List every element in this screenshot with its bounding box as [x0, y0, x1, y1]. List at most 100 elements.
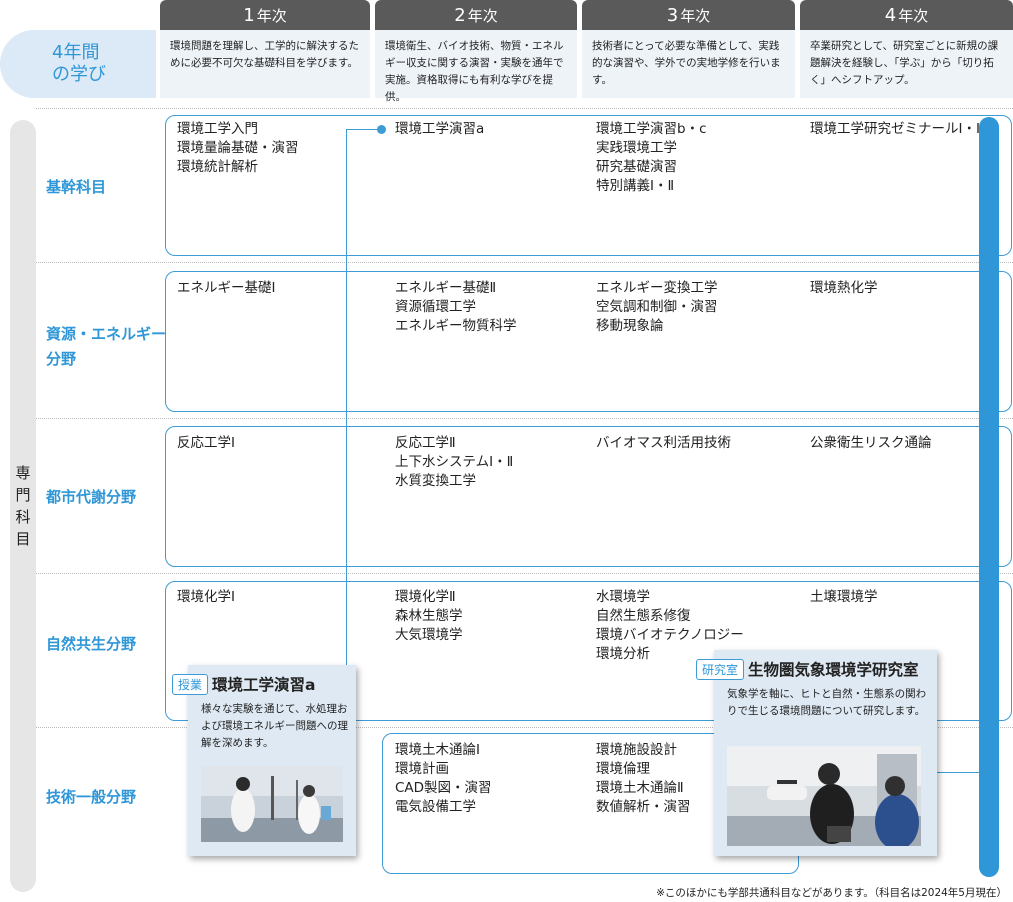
specialized-subjects-char: 門: [15, 486, 31, 504]
course-item: 実践環境工学: [596, 140, 677, 156]
course-item: バイオマス利活用技術: [596, 435, 731, 451]
course-item: 環境工学研究ゼミナールⅠ・Ⅱ: [810, 121, 983, 137]
year-label: 年次: [256, 6, 287, 25]
specialized-subjects-char: 科: [15, 508, 31, 526]
class-photo: [201, 766, 343, 842]
course-item: 環境バイオテクノロジー: [596, 627, 744, 643]
field-label-nature-symbiosis: 自然共生分野: [46, 635, 137, 653]
field-label-line: 資源・エネルギー: [46, 325, 167, 343]
course-item: 自然生態系修復: [596, 608, 691, 624]
course-item: 環境量論基礎・演習: [177, 140, 299, 156]
divider: [36, 418, 1013, 419]
field-label-line: 分野: [46, 350, 77, 368]
connector-dot: [377, 125, 386, 134]
course-item: 反応工学Ⅰ: [177, 435, 235, 451]
specialized-subjects-text: 専門科目: [15, 462, 30, 550]
course-item: 環境計画: [395, 761, 449, 777]
year-number: 2: [454, 4, 466, 26]
field-label-resource-energy: 資源・エネルギー 分野: [46, 322, 166, 372]
year-3-description: 技術者にとって必要な準備として、実践的な演習や、学外での実地学修を行います。: [582, 30, 795, 98]
course-item: 環境土木通論Ⅰ: [395, 742, 480, 758]
course-item: 上下水システムⅠ・Ⅱ: [395, 454, 514, 470]
course-item: 環境工学演習a: [395, 121, 485, 137]
course-item: 水環境学: [596, 589, 650, 605]
class-card-text: 様々な実験を通じて、水処理および環境エネルギー問題への理解を深めます。: [201, 703, 348, 749]
connector-line: [937, 772, 981, 773]
row-box-nature-symbiosis: [165, 581, 1012, 721]
four-year-learning-label: 4年間 の学び: [0, 30, 156, 98]
lab-badge: 研究室: [696, 658, 745, 680]
lab-card-text: 気象学を軸に、ヒトと自然・生態系の関わりで生じる環境問題について研究します。: [727, 688, 927, 717]
course-item: 環境分析: [596, 646, 650, 662]
course-item: エネルギー変換工学: [596, 280, 718, 296]
year-4-description: 卒業研究として、研究室ごとに新規の課題解決を経験し、「学ぶ」から「切り拓く」へシ…: [800, 30, 1013, 98]
year-1-description: 環境問題を理解し、工学的に解決するために必要不可欠な基礎科目を学びます。: [160, 30, 370, 98]
course-item: 環境熱化学: [810, 280, 878, 296]
lab-experiment-photo: [201, 766, 343, 842]
class-badge: 授業: [172, 673, 209, 695]
row-box-core: [165, 115, 1012, 256]
year-label: 年次: [898, 6, 929, 25]
course-item: 環境工学入門: [177, 121, 258, 137]
research-bar: [979, 117, 999, 877]
course-item: 環境化学Ⅱ: [395, 589, 456, 605]
course-item: 空気調和制御・演習: [596, 299, 718, 315]
class-card-title: 環境工学演習a: [212, 676, 316, 694]
course-item: 大気環境学: [395, 627, 463, 643]
year-number: 1: [243, 4, 255, 26]
four-year-label-line2: の学び: [52, 64, 106, 85]
course-item: 資源循環工学: [395, 299, 476, 315]
divider: [36, 573, 1013, 574]
divider: [36, 262, 1013, 263]
lab-card-title: 生物圏気象環境学研究室: [748, 661, 919, 679]
class-card-header: 授業環境工学演習a: [172, 673, 315, 695]
field-label-general-technology: 技術一般分野: [46, 788, 137, 806]
course-item: 森林生態学: [395, 608, 463, 624]
field-label-core: 基幹科目: [46, 178, 107, 196]
row-box-resource-energy: [165, 271, 1012, 412]
lab-card-header: 研究室生物圏気象環境学研究室: [696, 658, 919, 680]
course-item: 電気設備工学: [395, 799, 476, 815]
course-item: 環境施設設計: [596, 742, 677, 758]
course-item: CAD製図・演習: [395, 780, 492, 796]
row-box-urban-metabolism: [165, 426, 1012, 567]
course-item: 環境倫理: [596, 761, 650, 777]
course-item: エネルギー基礎Ⅰ: [177, 280, 276, 296]
lab-photo: [727, 746, 921, 846]
year-label: 年次: [467, 6, 498, 25]
course-item: 数値解析・演習: [596, 799, 691, 815]
four-year-label-line1: 4年間: [52, 42, 100, 63]
lab-card: 研究室生物圏気象環境学研究室 気象学を軸に、ヒトと自然・生態系の関わりで生じる環…: [696, 650, 937, 856]
course-item: 移動現象論: [596, 318, 664, 334]
course-item: 反応工学Ⅱ: [395, 435, 456, 451]
course-item: エネルギー基礎Ⅱ: [395, 280, 497, 296]
course-item: 環境土木通論Ⅱ: [596, 780, 684, 796]
connector-line: [346, 129, 380, 130]
connector-line: [346, 129, 347, 669]
year-number: 4: [884, 4, 897, 26]
year-label: 年次: [680, 6, 711, 25]
research-photo: [727, 746, 921, 846]
class-card: 授業環境工学演習a 様々な実験を通じて、水処理および環境エネルギー問題への理解を…: [172, 665, 356, 856]
course-item: 公衆衛生リスク通論: [810, 435, 932, 451]
course-item: 環境統計解析: [177, 159, 258, 175]
year-2-description: 環境衛生、バイオ技術、物質・エネルギー収支に関する演習・実験を通年で実施。資格取…: [375, 30, 577, 103]
course-item: 特別講義Ⅰ・Ⅱ: [596, 178, 675, 194]
course-item: 環境化学Ⅰ: [177, 589, 235, 605]
divider: [36, 108, 1013, 109]
field-label-urban-metabolism: 都市代謝分野: [46, 488, 137, 506]
course-item: エネルギー物質科学: [395, 318, 517, 334]
course-item: 水質変換工学: [395, 473, 476, 489]
course-item: 環境工学演習b・c: [596, 121, 707, 137]
specialized-subjects-label: 専門科目: [10, 120, 36, 892]
year-number: 3: [666, 4, 679, 26]
course-item: 土壌環境学: [810, 589, 878, 605]
divider: [36, 727, 1013, 728]
footnote: ※このほかにも学部共通科目などがあります。（科目名は2024年5月現在）: [656, 887, 1007, 899]
specialized-subjects-char: 専: [15, 464, 31, 482]
course-item: 研究基礎演習: [596, 159, 677, 175]
